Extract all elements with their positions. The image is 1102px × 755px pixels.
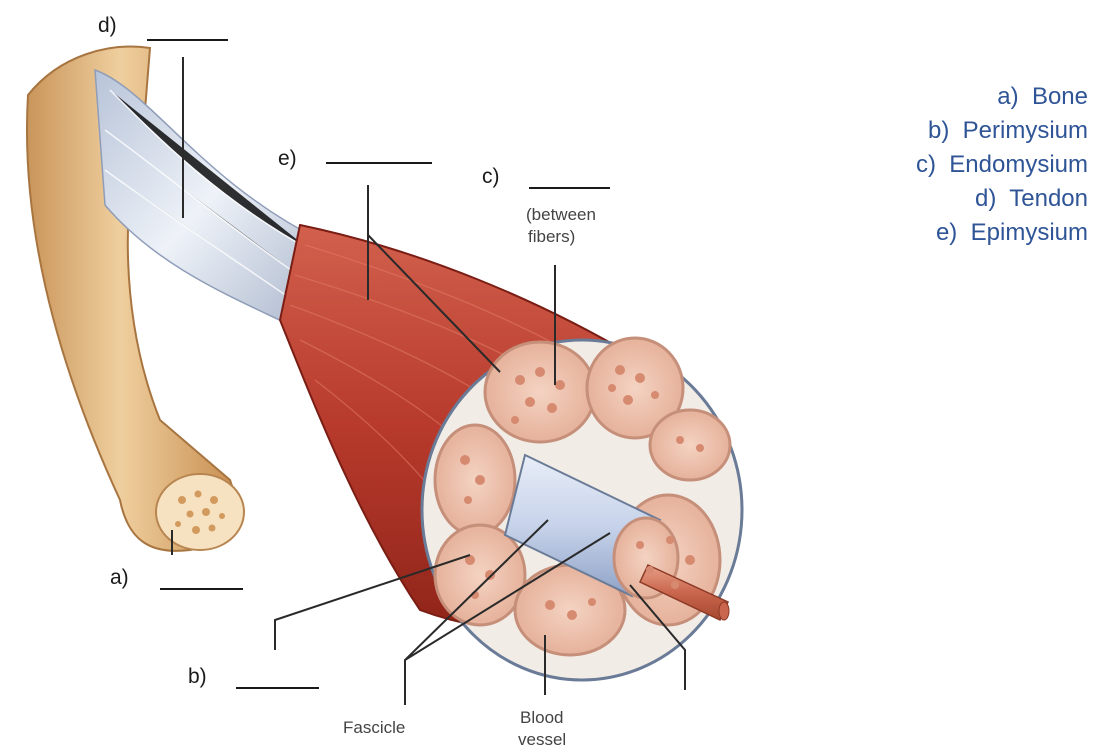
answer-key-item-c: c) Endomysium	[916, 148, 1088, 182]
label-c: c) (between fibers)	[482, 165, 610, 246]
endomysium-note-line1: (between	[526, 205, 596, 224]
answer-key-item-a: a) Bone	[916, 80, 1088, 114]
label-d: d)	[98, 14, 228, 40]
label-e: e)	[278, 147, 432, 170]
fascicle-left-low	[435, 525, 525, 625]
fascicle-right-mid	[650, 410, 730, 480]
label-d-letter: d)	[98, 14, 117, 37]
answer-key-term: Epimysium	[971, 219, 1088, 246]
blood-vessel-label-line1: Blood	[520, 708, 563, 727]
fascicle-label: Fascicle	[343, 718, 405, 737]
answer-key: a) Bone b) Perimysium c) Endomysium d) T…	[916, 80, 1088, 250]
answer-key-letter: b)	[928, 117, 949, 144]
muscle-anatomy-diagram: d) e) c) (between fibers) a) b) Fascicle…	[0, 0, 860, 755]
answer-key-item-e: e) Epimysium	[916, 216, 1088, 250]
label-e-letter: e)	[278, 147, 297, 170]
blood-vessel-label-line2: vessel	[518, 730, 566, 749]
answer-key-letter: d)	[975, 185, 996, 212]
label-a: a)	[110, 566, 243, 589]
bone-cross-section	[156, 474, 244, 550]
label-b-letter: b)	[188, 665, 207, 688]
answer-key-item-d: d) Tendon	[916, 182, 1088, 216]
answer-key-letter: a)	[997, 83, 1018, 110]
answer-key-term: Bone	[1032, 83, 1088, 110]
muscle-cross-section	[422, 338, 742, 680]
label-c-letter: c)	[482, 165, 500, 188]
endomysium-note-line2: fibers)	[528, 227, 575, 246]
answer-key-letter: c)	[916, 151, 936, 178]
label-a-letter: a)	[110, 566, 129, 589]
answer-key-item-b: b) Perimysium	[916, 114, 1088, 148]
fascicle-top-left	[485, 342, 595, 442]
answer-key-term: Perimysium	[963, 117, 1088, 144]
answer-key-term: Endomysium	[949, 151, 1088, 178]
answer-key-letter: e)	[936, 219, 957, 246]
label-b: b)	[188, 665, 319, 688]
answer-key-term: Tendon	[1009, 185, 1088, 212]
